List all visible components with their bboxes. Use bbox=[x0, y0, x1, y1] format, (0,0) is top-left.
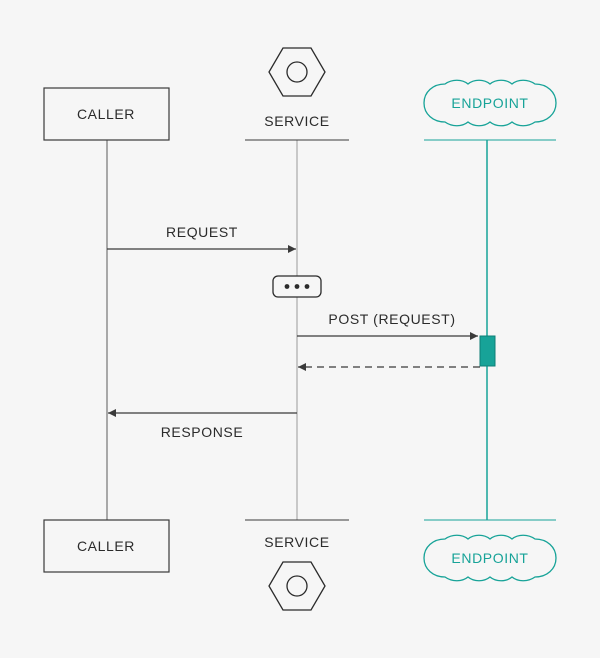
request-message: REQUEST bbox=[107, 224, 296, 253]
response-message: RESPONSE bbox=[108, 409, 297, 440]
hexagon-bolt-icon bbox=[268, 47, 326, 97]
service-label-bottom: SERVICE bbox=[264, 534, 329, 550]
endpoint-activation-bar bbox=[479, 335, 496, 367]
caller-label-bottom: CALLER bbox=[77, 538, 135, 554]
caller-box bbox=[43, 87, 170, 141]
caller-label: CALLER bbox=[77, 106, 135, 122]
caller-top: CALLER bbox=[43, 87, 170, 141]
service-label: SERVICE bbox=[264, 113, 329, 129]
cloud-icon bbox=[423, 79, 557, 127]
endpoint-top: ENDPOINT bbox=[423, 79, 557, 141]
response-label: RESPONSE bbox=[161, 424, 244, 440]
service-top: SERVICE bbox=[245, 47, 349, 141]
caller-bottom: CALLER bbox=[43, 519, 170, 573]
post-label: POST (REQUEST) bbox=[328, 311, 455, 327]
post-message: POST (REQUEST) bbox=[297, 311, 478, 340]
endpoint-label: ENDPOINT bbox=[451, 95, 528, 111]
processing-indicator bbox=[272, 275, 322, 298]
service-bottom: SERVICE bbox=[245, 519, 349, 611]
endpoint-label-bottom: ENDPOINT bbox=[451, 550, 528, 566]
request-label: REQUEST bbox=[166, 224, 238, 240]
endpoint-bottom: ENDPOINT bbox=[423, 519, 557, 582]
ellipsis-icon bbox=[284, 284, 310, 289]
cloud-icon bbox=[423, 534, 557, 582]
hexagon-bolt-icon bbox=[268, 561, 326, 611]
caller-box-bottom bbox=[43, 519, 170, 573]
